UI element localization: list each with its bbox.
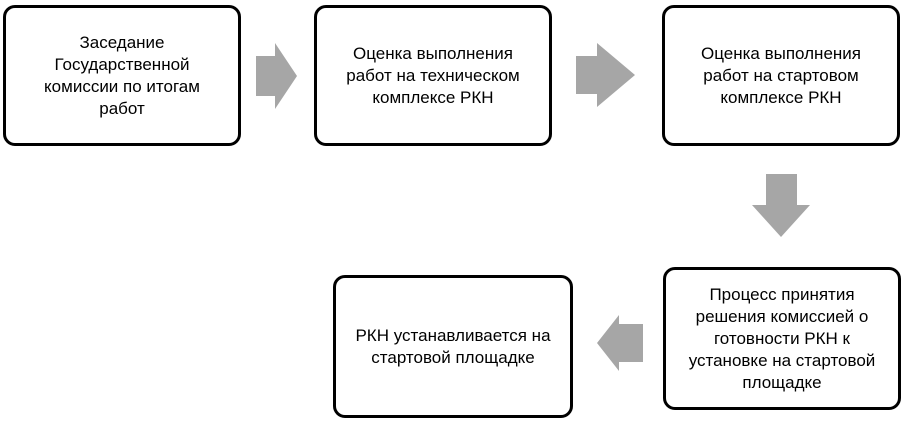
box-rocket-installed-on-pad-text: РКН устанавливается на стартовой площадк… bbox=[355, 325, 551, 367]
box-launch-complex-evaluation-text: Оценка выполнения работ на стартовом ком… bbox=[701, 43, 861, 107]
box-commission-decision-process: Процесс принятия решения комиссией о гот… bbox=[663, 267, 901, 410]
box-launch-complex-evaluation: Оценка выполнения работ на стартовом ком… bbox=[662, 5, 900, 146]
box-technical-complex-evaluation-text: Оценка выполнения работ на техническом к… bbox=[346, 43, 520, 107]
arrow-left bbox=[597, 315, 643, 371]
box-state-commission-session: Заседание Государственной комиссии по ит… bbox=[3, 5, 241, 146]
arrow-right-2 bbox=[576, 43, 635, 107]
box-commission-decision-process-text: Процесс принятия решения комиссией о гот… bbox=[688, 284, 876, 392]
arrow-right-1 bbox=[256, 43, 297, 109]
box-technical-complex-evaluation: Оценка выполнения работ на техническом к… bbox=[314, 5, 552, 146]
box-rocket-installed-on-pad: РКН устанавливается на стартовой площадк… bbox=[333, 275, 573, 418]
arrow-down bbox=[752, 174, 810, 237]
box-state-commission-session-text: Заседание Государственной комиссии по ит… bbox=[44, 32, 200, 118]
